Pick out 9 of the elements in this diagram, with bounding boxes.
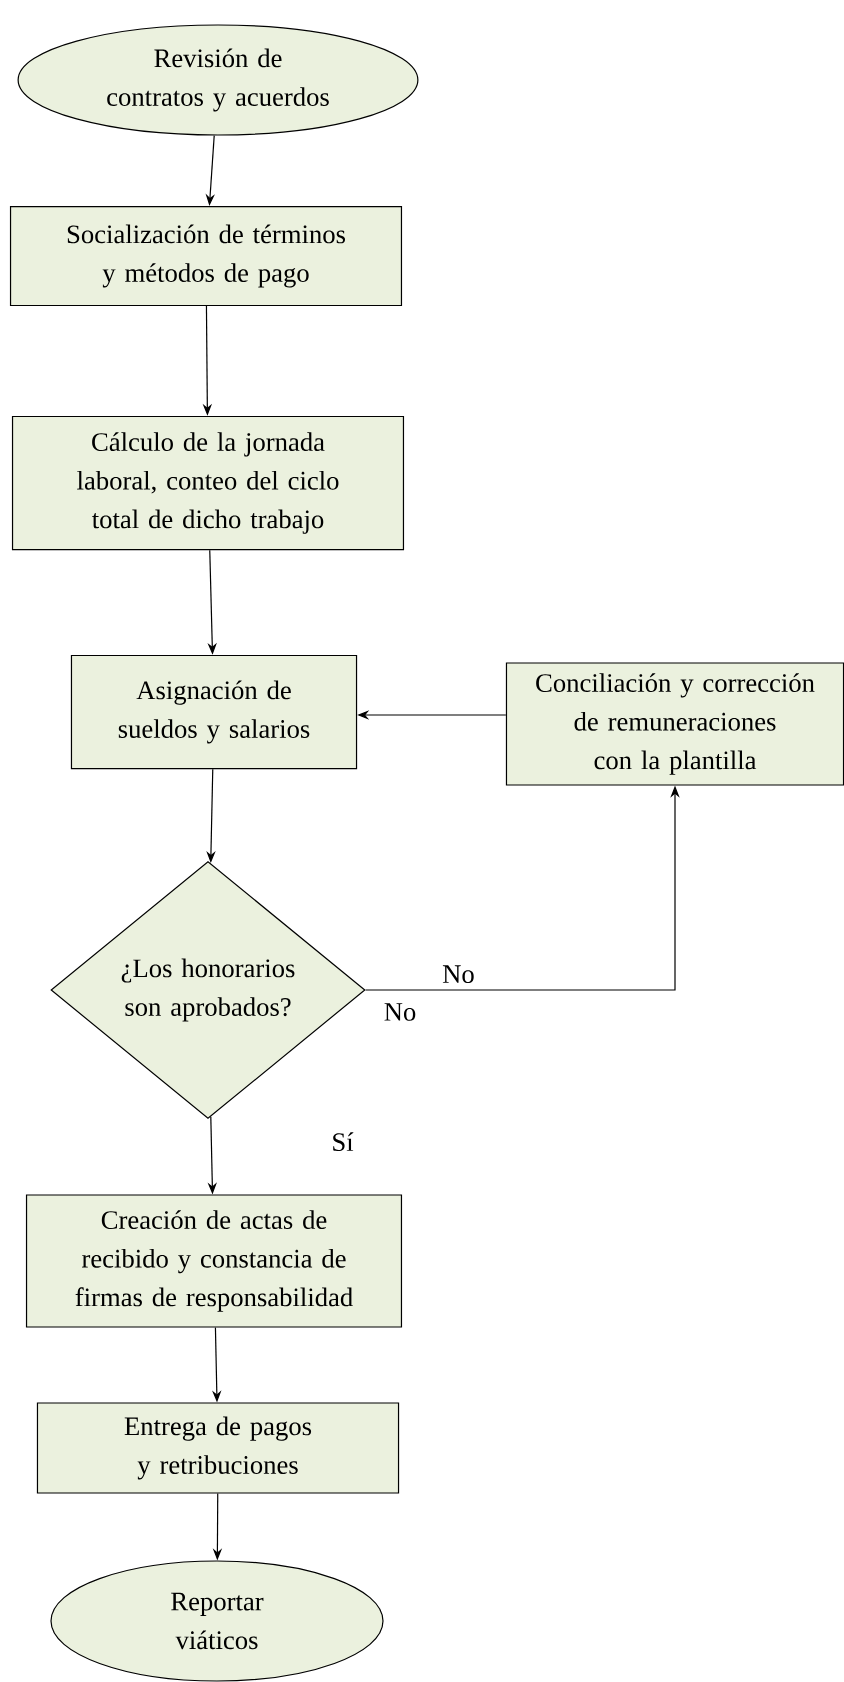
edge-label: Sí [333,1132,354,1152]
process-box: Conciliación y corrección de remuneraciones con la plantilla [505,662,844,786]
process-box: Socialización de términos y métodos de pago [9,205,403,307]
process-box: Cálculo de la jornada laboral, conteo del ciclo total de dicho trabajo [11,415,405,551]
edge-label: No [442,965,474,984]
process-box: Creación de actas de recibido y constancia de firmas de responsabilidad [25,1194,403,1328]
process-box: Asignación de sueldos y salarios [70,654,358,770]
process-box: Entrega de pagos y retribuciones [36,1402,400,1494]
branch-label: No [384,1003,416,1021]
